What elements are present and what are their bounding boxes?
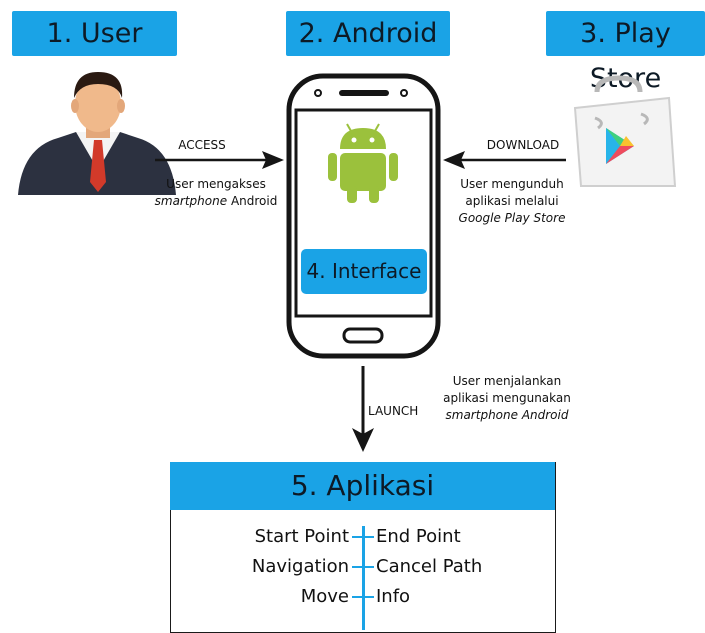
header-android: 2. Android (286, 11, 450, 56)
access-desc-italic: smartphone (154, 194, 228, 208)
feature-info: Info (376, 586, 411, 607)
feature-tick (352, 566, 374, 568)
access-label: ACCESS (178, 138, 226, 152)
feature-tick (352, 596, 374, 598)
access-desc-line1: User mengakses (166, 177, 266, 191)
aplikasi-title: 5. Aplikasi (170, 462, 555, 510)
launch-desc-line1: User menjalankan (452, 374, 562, 388)
launch-desc-line3: smartphone Android (445, 408, 569, 422)
feature-cancel-path: Cancel Path (376, 556, 483, 577)
feature-navigation: Navigation (251, 556, 349, 577)
feature-move: Move (300, 586, 349, 607)
launch-description: User menjalankan aplikasi mengunakan sma… (432, 373, 582, 424)
header-user: 1. User (12, 11, 177, 56)
access-desc-rest: Android (230, 194, 278, 208)
feature-end-point: End Point (376, 526, 461, 547)
access-description: User mengakses smartphone Android (150, 176, 282, 210)
play-logo-icon (606, 128, 634, 164)
feature-tick (352, 536, 374, 538)
download-desc-line1: User mengunduh (460, 177, 564, 191)
feature-start-point: Start Point (254, 526, 349, 547)
feature-divider (362, 526, 365, 630)
launch-label: LAUNCH (368, 404, 419, 418)
download-label: DOWNLOAD (486, 138, 560, 152)
interface-label: 4. Interface (301, 249, 427, 294)
download-description: User mengunduh aplikasi melalui Google P… (448, 176, 576, 227)
android-robot-icon (328, 123, 398, 203)
header-play-store: 3. Play Store (546, 11, 705, 94)
download-desc-line3: Google Play Store (458, 211, 566, 225)
launch-desc-line2: aplikasi mengunakan (443, 391, 571, 405)
download-desc-line2: aplikasi melalui (465, 194, 559, 208)
